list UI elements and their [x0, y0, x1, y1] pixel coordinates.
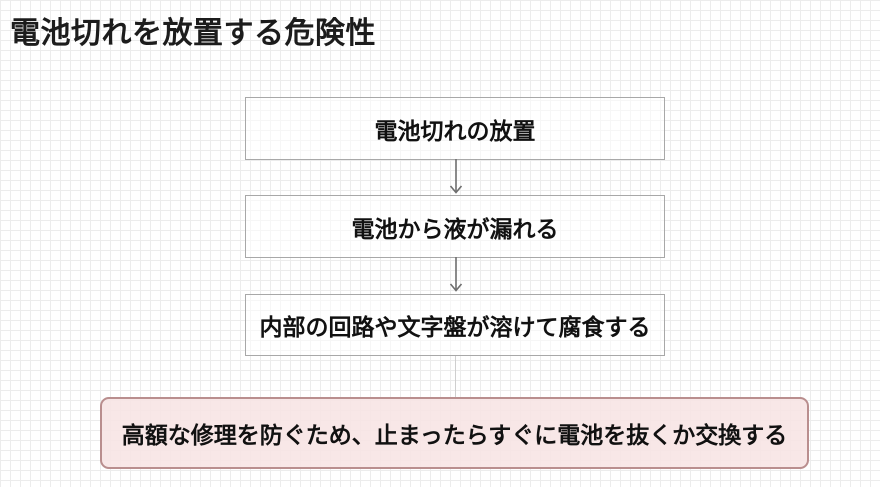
- conclusion-box: 高額な修理を防ぐため、止まったらすぐに電池を抜くか交換する: [100, 397, 809, 469]
- page-title: 電池切れを放置する危険性: [10, 16, 376, 51]
- connector-line: [455, 356, 456, 397]
- flow-step-3: 内部の回路や文字盤が溶けて腐食する: [245, 294, 665, 356]
- conclusion-label: 高額な修理を防ぐため、止まったらすぐに電池を抜くか交換する: [121, 422, 788, 448]
- flow-step-1-label: 電池切れの放置: [374, 117, 536, 144]
- flow-step-1: 電池切れの放置: [245, 97, 665, 160]
- down-arrow-icon: [449, 257, 463, 292]
- down-arrow-icon: [449, 159, 463, 194]
- flow-step-2: 電池から液が漏れる: [245, 195, 665, 258]
- flow-step-2-label: 電池から液が漏れる: [351, 215, 559, 242]
- flow-step-3-label: 内部の回路や文字盤が溶けて腐食する: [259, 314, 651, 340]
